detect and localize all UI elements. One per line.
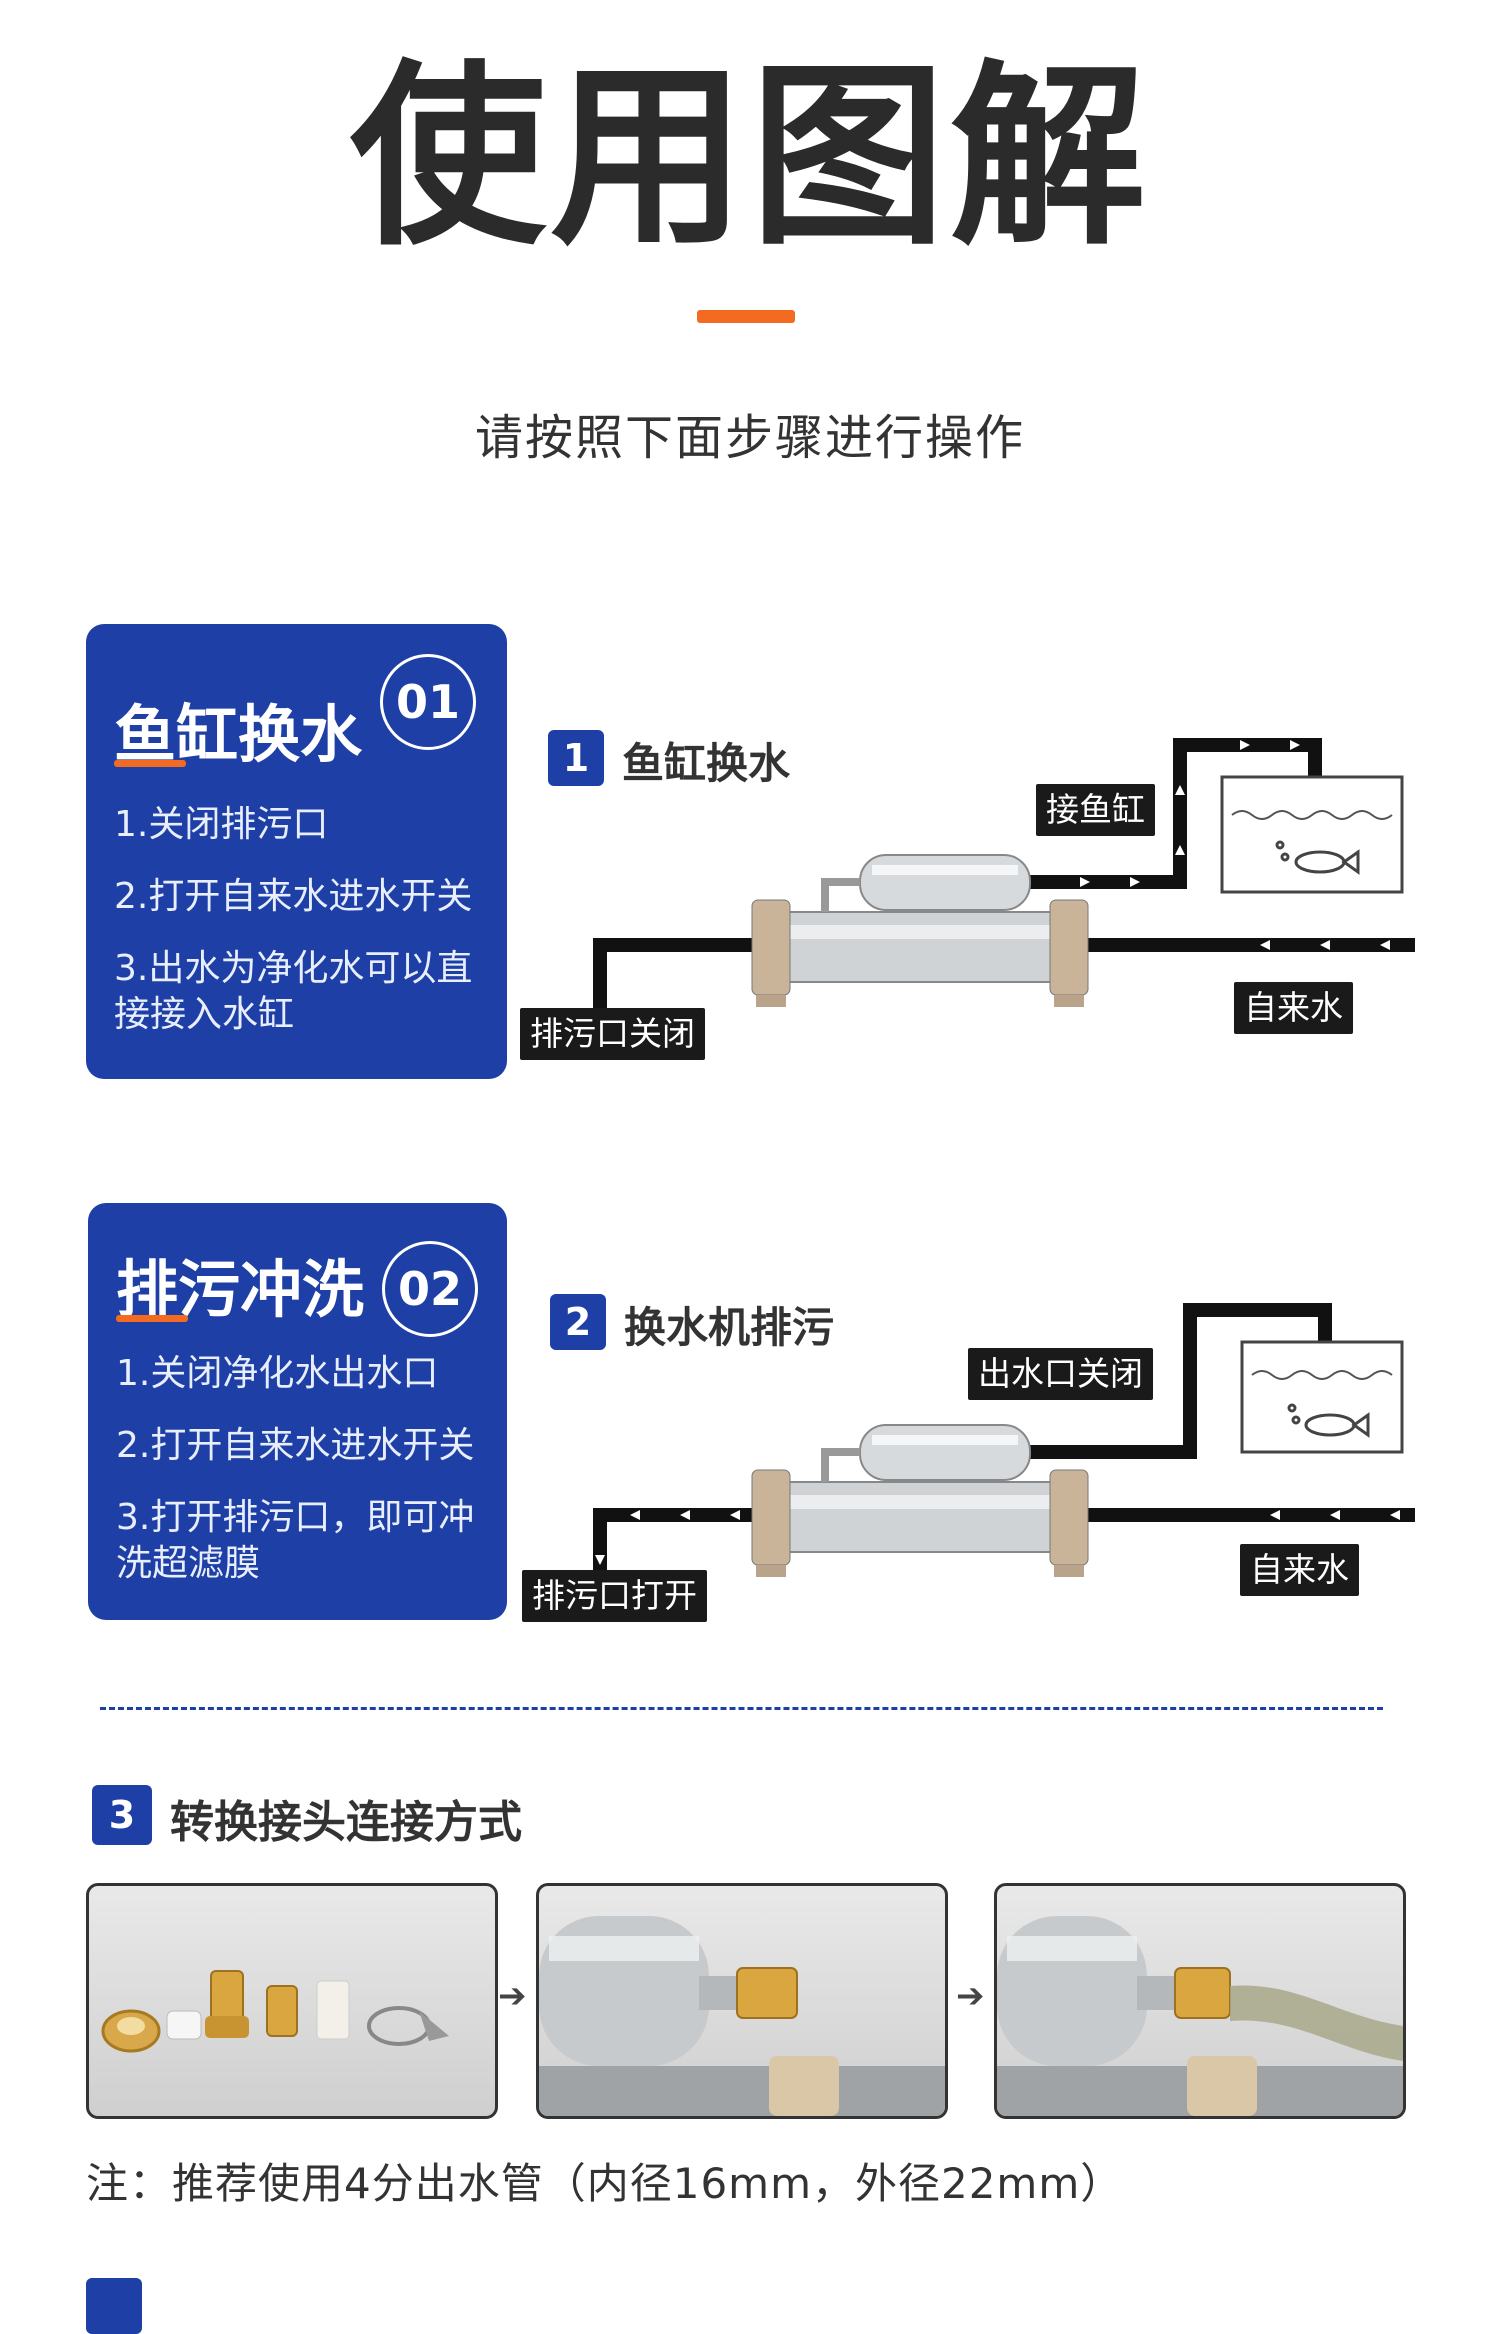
connector-parts-photo xyxy=(86,1883,498,2119)
step1-label-tap: 自来水 xyxy=(1234,982,1353,1034)
step2-outlet-pipe xyxy=(1030,1303,1332,1459)
step1-label-tank: 接鱼缸 xyxy=(1036,784,1155,836)
step1-instruction-3: 3.出水为净化水可以直接接入水缸 xyxy=(114,948,473,1035)
step2-instruction-1: 1.关闭净化水出水口 xyxy=(116,1353,439,1394)
step2-card-title-underline xyxy=(116,1315,188,1322)
step1-drain-pipe xyxy=(593,938,770,1020)
step2-label-outlet: 出水口关闭 xyxy=(968,1348,1153,1400)
connector-parts-illustration xyxy=(101,1970,449,2053)
step1-fish-tank xyxy=(1220,775,1404,894)
step1-purifier-device xyxy=(751,854,1089,1007)
step2-plumbing-diagram xyxy=(593,1303,1415,1590)
step1-fish-icon xyxy=(1275,840,1360,875)
step3-badge: 3 xyxy=(92,1785,152,1845)
step2-diagram-badge: 2 xyxy=(550,1294,606,1350)
step1-flow-arrows xyxy=(1080,740,1390,950)
step2-instructions: 1.关闭净化水出水口 2.打开自来水进水开关 3.打开排污口，即可冲洗超滤膜 xyxy=(116,1351,491,1587)
connector-attached-illustration xyxy=(539,1916,945,2116)
step2-card: 排污冲洗 02 1.关闭净化水出水口 2.打开自来水进水开关 3.打开排污口，即… xyxy=(88,1203,507,1620)
step1-instructions: 1.关闭排污口 2.打开自来水进水开关 3.出水为净化水可以直接接入水缸 xyxy=(114,802,491,1038)
section-divider xyxy=(100,1707,1383,1710)
step1-instruction-2: 2.打开自来水进水开关 xyxy=(114,876,473,917)
hose-connected-photo xyxy=(994,1883,1406,2119)
page-subtitle: 请按照下面步骤进行操作 xyxy=(474,410,1025,466)
arrow-icon-2: ➔ xyxy=(956,1976,985,2016)
step1-plumbing-diagram xyxy=(593,738,1415,1020)
step1-label-drain: 排污口关闭 xyxy=(520,1008,705,1060)
step1-card: 鱼缸换水 01 1.关闭排污口 2.打开自来水进水开关 3.出水为净化水可以直接… xyxy=(86,624,507,1079)
step1-diagram-title: 鱼缸换水 xyxy=(622,739,791,788)
step2-fish-icon xyxy=(1287,1403,1370,1438)
step2-label-tap: 自来水 xyxy=(1240,1544,1359,1596)
step2-instruction-2: 2.打开自来水进水开关 xyxy=(116,1425,475,1466)
pipe-size-note: 注：推荐使用4分出水管（内径16mm，外径22mm） xyxy=(86,2159,1124,2208)
step2-number-badge: 02 xyxy=(382,1241,478,1337)
step2-instruction-3: 3.打开排污口，即可冲洗超滤膜 xyxy=(116,1497,475,1584)
next-section-badge xyxy=(86,2278,142,2334)
step2-label-drain: 排污口打开 xyxy=(522,1570,707,1622)
step1-diagram-badge: 1 xyxy=(548,730,604,786)
step1-card-title-underline xyxy=(114,760,186,767)
arrow-icon-1: ➔ xyxy=(498,1976,527,2016)
page-title: 使用图解 xyxy=(349,44,1150,272)
step2-purifier-device xyxy=(751,1424,1089,1577)
step2-flow-arrows xyxy=(595,1510,1400,1565)
step1-instruction-1: 1.关闭排污口 xyxy=(114,804,329,845)
step1-number-badge: 01 xyxy=(380,654,476,750)
step3-title: 转换接头连接方式 xyxy=(170,1797,522,1848)
step2-diagram-title: 换水机排污 xyxy=(624,1303,835,1352)
step2-card-title: 排污冲洗 xyxy=(116,1253,365,1326)
connector-attached-photo xyxy=(536,1883,948,2119)
hose-connected-illustration xyxy=(997,1916,1403,2116)
step1-card-title: 鱼缸换水 xyxy=(114,698,363,771)
title-underline xyxy=(697,310,795,323)
